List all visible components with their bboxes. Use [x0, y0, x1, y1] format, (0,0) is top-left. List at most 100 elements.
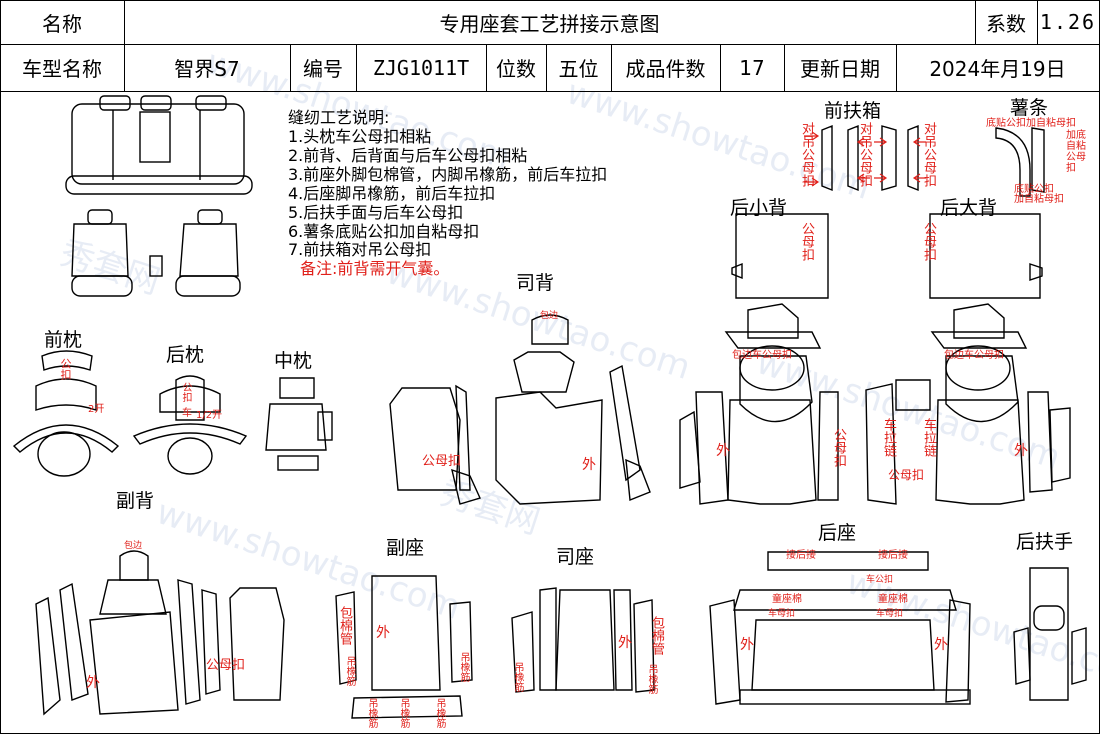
anno-rear-seat-outer: 外 — [934, 637, 948, 653]
coef-label: 系数 — [986, 11, 1026, 36]
anno-passenger-seat-elastic: 吊橡筋 — [366, 698, 377, 728]
anno-rear-seat-mukou: 车母扣 — [768, 609, 796, 619]
anno-driver-seat-elastic: 吊橡筋 — [512, 662, 523, 692]
anno-rear-seat-outer: 外 — [740, 637, 754, 653]
coef-value: 1.26 — [1039, 10, 1097, 34]
anno-front-pillow: 公扣 — [59, 358, 72, 380]
pieces-label: 成品件数 — [625, 57, 706, 81]
rear-armrest-pattern — [1013, 567, 1087, 701]
note-item: 5.后扶手面与后车公母扣 — [288, 203, 464, 222]
label-rear-seat: 后座 — [818, 522, 857, 544]
anno-rear-big-back-zip: 车拉链 — [881, 418, 896, 457]
anno-passenger-back-outer: 外 — [86, 675, 100, 691]
rear-pillow-pattern — [132, 375, 248, 475]
anno-front-armbox: 对吊公母扣 — [799, 122, 814, 187]
rear-bench-illustration — [65, 95, 253, 195]
label-passenger-back: 副背 — [116, 490, 155, 512]
anno-rear-small-back: 公母扣 — [799, 222, 814, 261]
date-value: 2024年月19日 — [929, 57, 1066, 81]
passenger-seat-pattern — [335, 575, 473, 719]
anno-fries: 底贴公扣加自粘母扣 — [986, 118, 1076, 129]
anno-fries: 加底自粘公母扣 — [1066, 130, 1086, 174]
date-label: 更新日期 — [800, 57, 880, 81]
diagram-title: 专用座套工艺拼接示意图 — [439, 11, 660, 36]
anno-rear-pillow-split: 1/2开 — [196, 410, 223, 421]
notes-title: 缝纫工艺说明: — [288, 108, 390, 127]
passenger-back-pattern — [35, 550, 285, 716]
note-item: 1.头枕车公母扣相粘 — [288, 127, 432, 146]
front-armbox-pattern — [821, 124, 919, 192]
model-value: 智界S7 — [174, 57, 240, 81]
seat-value: 五位 — [558, 57, 599, 81]
anno-driver-back-kou: 公母扣 — [422, 454, 462, 469]
mid-pillow-pattern — [265, 377, 333, 471]
label-driver-back: 司背 — [516, 272, 555, 294]
anno-front-armbox: 对吊公母扣 — [857, 122, 872, 187]
anno-front-pillow-split: 2开 — [88, 404, 105, 415]
fries-pattern — [995, 127, 1045, 197]
anno-outer: 外 — [716, 443, 730, 459]
note-item: 6.薯条底贴公扣加自粘母扣 — [288, 222, 480, 241]
anno-rear-small-back-edge: 包边车公母扣 — [732, 350, 792, 361]
label-rear-armrest: 后扶手 — [1016, 531, 1074, 553]
rear-seat-pattern — [709, 551, 971, 705]
anno-driver-seat-elastic: 吊橡筋 — [646, 664, 657, 694]
code-label: 编号 — [303, 57, 343, 81]
anno-rear-seat-join: 接后接 — [878, 550, 908, 561]
rear-small-back-body — [679, 303, 839, 505]
anno-rear-big-back-bottom: 公母扣 — [888, 468, 925, 482]
note-item: 7.前扶箱对吊公母扣 — [288, 240, 432, 259]
note-item: 2.前背、后背面与后车公母扣相粘 — [288, 146, 528, 165]
label-front-armbox: 前扶箱 — [824, 100, 882, 122]
anno-fries: 加自粘母扣 — [1014, 194, 1064, 205]
label-fries: 薯条 — [1010, 97, 1049, 119]
anno-fries: 底贴公扣 — [1014, 184, 1054, 195]
anno-passenger-seat-tube: 包棉管 — [337, 606, 352, 645]
anno-driver-back-outer: 外 — [582, 457, 596, 473]
rear-big-back-pattern — [929, 213, 1043, 299]
front-pillow-pattern — [12, 350, 120, 477]
anno-rear-seat-foam: 童座棉 — [772, 594, 802, 605]
note-item: 3.前座外脚包棉管，内脚吊橡筋，前后车拉扣 — [288, 165, 608, 184]
anno-outer: 外 — [1014, 443, 1028, 459]
anno-driver-back-edge: 包边 — [540, 311, 559, 321]
label-rear-pillow: 后枕 — [166, 344, 205, 366]
anno-front-armbox: 对吊公母扣 — [921, 122, 936, 187]
front-seat-illustrations — [71, 209, 241, 297]
anno-passenger-seat-elastic: 吊橡筋 — [434, 698, 445, 728]
anno-rear-seat-foam: 童座棉 — [878, 594, 908, 605]
label-passenger-seat: 副座 — [386, 537, 425, 559]
anno-rear-small-back-side: 公母扣 — [831, 428, 846, 467]
label-driver-seat: 司座 — [556, 546, 595, 568]
anno-rear-seat-mukou: 车母扣 — [876, 609, 904, 619]
anno-driver-seat-outer: 外 — [618, 635, 632, 651]
pieces-value: 17 — [739, 55, 765, 80]
anno-rear-pillow-che: 车 — [182, 408, 192, 419]
anno-rear-big-back-edge: 包边车公母扣 — [944, 350, 1004, 361]
anno-passenger-seat-elastic: 吊橡筋 — [398, 698, 409, 728]
anno-passenger-seat-outer: 外 — [376, 625, 390, 641]
anno-passenger-back-kou: 公母扣 — [206, 658, 246, 673]
remark: 备注:前背需开气囊。 — [300, 259, 450, 278]
label-mid-pillow: 中枕 — [274, 350, 313, 372]
model-label: 车型名称 — [22, 57, 102, 81]
anno-rear-seat-kou: 车公扣 — [866, 575, 894, 585]
anno-driver-seat-tube: 包棉管 — [649, 616, 664, 655]
name-label: 名称 — [42, 11, 82, 36]
driver-seat-pattern — [511, 587, 655, 693]
code-value: ZJG1011T — [372, 55, 470, 80]
rear-big-back-body — [865, 303, 1071, 505]
anno-passenger-back-edge: 包边 — [124, 541, 143, 551]
seat-label: 位数 — [496, 57, 536, 81]
note-item: 4.后座脚吊橡筋，前后车拉扣 — [288, 184, 496, 203]
driver-back-pattern — [389, 314, 651, 505]
anno-rear-seat-join: 接后接 — [786, 550, 816, 561]
anno-rear-big-back: 公母扣 — [921, 222, 936, 261]
anno-passenger-seat-elastic: 吊橡筋 — [458, 652, 469, 682]
anno-rear-big-back-zip: 车拉链 — [921, 418, 936, 457]
anno-passenger-seat-elastic: 吊橡筋 — [344, 656, 355, 686]
anno-rear-pillow: 公扣 — [180, 382, 191, 402]
rear-small-back-pattern — [731, 213, 829, 299]
